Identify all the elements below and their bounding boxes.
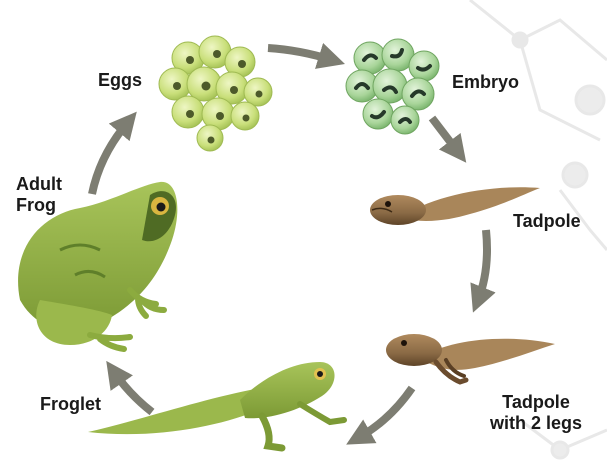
stage-label-embryo: Embryo <box>452 72 519 93</box>
arrow-tadpole-to-tadpole-2-legs <box>478 230 487 300</box>
stage-label-froglet: Froglet <box>40 394 101 415</box>
embryo-illustration <box>346 39 439 134</box>
arrow-adult-to-eggs <box>92 122 128 194</box>
stage-label-tadpole: Tadpole <box>513 211 581 232</box>
froglet-illustration <box>88 362 344 448</box>
arrow-tadpole-2-legs-to-froglet <box>358 388 412 438</box>
stage-label-tadpole-2-legs: Tadpole with 2 legs <box>481 392 591 434</box>
stage-label-adult-frog: Adult Frog <box>16 174 62 216</box>
tadpole-2-legs-illustration <box>386 334 555 382</box>
arrow-embryo-to-tadpole <box>432 118 458 152</box>
eggs-illustration <box>159 36 272 151</box>
stage-label-eggs: Eggs <box>98 70 142 91</box>
arrow-froglet-to-adult <box>114 372 152 412</box>
arrow-eggs-to-embryo <box>268 48 332 60</box>
